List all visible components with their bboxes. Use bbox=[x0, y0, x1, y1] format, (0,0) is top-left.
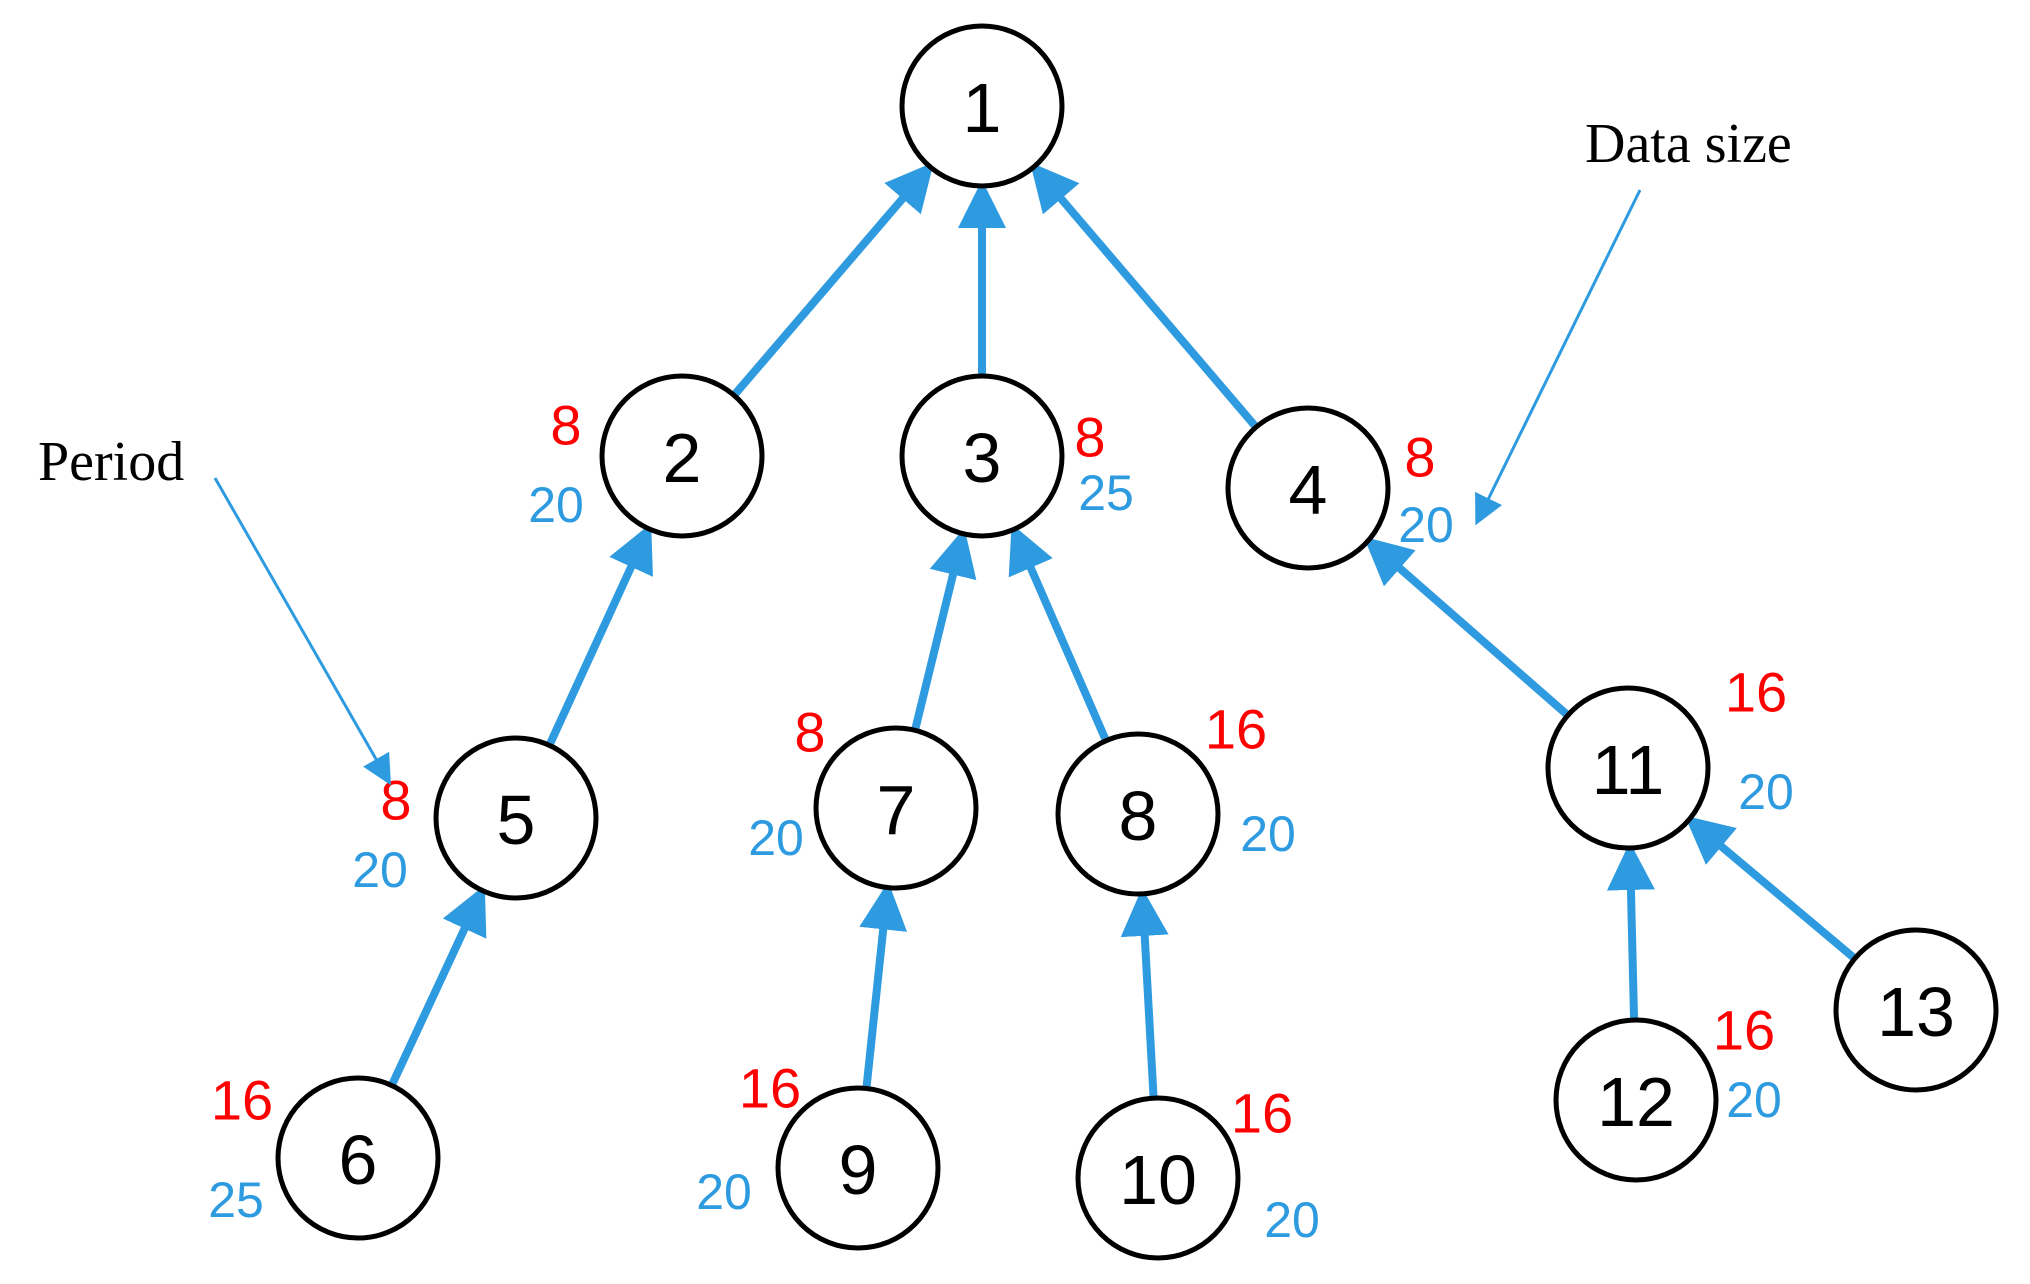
data-size-annotation-arrow bbox=[1475, 189, 1642, 526]
data-size-value: 20 bbox=[1726, 1072, 1782, 1128]
node-circle bbox=[599, 373, 765, 539]
node-label: 10 bbox=[1119, 1141, 1197, 1219]
node-circle bbox=[899, 23, 1065, 189]
period-annotation-arrow bbox=[213, 477, 391, 786]
edge-13-to-11 bbox=[1684, 815, 1858, 962]
node-13: 13 bbox=[1833, 927, 1999, 1093]
data-size-value: 20 bbox=[1264, 1192, 1320, 1248]
node-11: 11 16 20 bbox=[1545, 661, 1794, 851]
node-circle bbox=[813, 725, 979, 891]
node-12: 12 16 20 bbox=[1553, 999, 1782, 1183]
period-value: 16 bbox=[1713, 999, 1775, 1062]
data-size-value: 25 bbox=[1078, 465, 1134, 521]
period-value: 16 bbox=[1205, 698, 1267, 761]
node-circle bbox=[1055, 731, 1221, 897]
period-value: 8 bbox=[380, 769, 411, 832]
node-label: 5 bbox=[497, 781, 536, 859]
node-3: 3 825 bbox=[899, 373, 1134, 539]
node-label: 13 bbox=[1877, 973, 1955, 1051]
period-value: 8 bbox=[794, 701, 825, 764]
node-circle bbox=[1553, 1017, 1719, 1183]
node-label: 9 bbox=[839, 1131, 878, 1209]
data-size-value: 25 bbox=[208, 1172, 264, 1228]
period-value: 16 bbox=[1231, 1082, 1293, 1145]
node-label: 3 bbox=[963, 419, 1002, 497]
node-8: 8 16 20 bbox=[1055, 698, 1296, 897]
edge-2-to-1 bbox=[731, 162, 934, 398]
node-label: 11 bbox=[1592, 731, 1665, 809]
period-value: 8 bbox=[550, 394, 581, 457]
edge-9-to-7 bbox=[859, 881, 908, 1089]
node-label: 8 bbox=[1119, 777, 1158, 855]
edge-8-to-3 bbox=[1008, 523, 1110, 743]
node-label: 1 bbox=[963, 69, 1002, 147]
edge-layer bbox=[388, 162, 1858, 1099]
node-9: 9 16 20 bbox=[696, 1057, 941, 1251]
node-label: 4 bbox=[1289, 451, 1328, 529]
node-6: 6 16 25 bbox=[208, 1069, 441, 1241]
node-circle bbox=[899, 373, 1065, 539]
node-10: 10 16 20 bbox=[1075, 1082, 1320, 1261]
data-size-value: 20 bbox=[1738, 764, 1794, 820]
edge-7-to-3 bbox=[911, 527, 977, 732]
period-value: 16 bbox=[1725, 661, 1787, 724]
data-size-value: 20 bbox=[1240, 806, 1296, 862]
node-circle bbox=[1225, 405, 1391, 571]
edge-5-to-2 bbox=[545, 523, 653, 747]
node-circle bbox=[1075, 1095, 1241, 1261]
node-4: 4 8 20 bbox=[1225, 405, 1454, 571]
node-circle bbox=[433, 735, 599, 901]
data-size-value: 20 bbox=[1398, 497, 1454, 553]
period-value: 8 bbox=[1404, 426, 1435, 489]
node-circle bbox=[775, 1085, 941, 1251]
node-7: 78 20 bbox=[748, 701, 979, 891]
data-size-value: 20 bbox=[352, 842, 408, 898]
period-annotation-label: Period bbox=[38, 431, 184, 493]
node-5: 5 8 20 bbox=[352, 735, 599, 901]
edge-4-to-1 bbox=[1030, 162, 1260, 430]
edge-10-to-8 bbox=[1120, 887, 1169, 1099]
data-size-value: 20 bbox=[528, 477, 584, 533]
edge-11-to-4 bbox=[1363, 536, 1571, 719]
period-value: 16 bbox=[211, 1069, 273, 1132]
edge-6-to-5 bbox=[388, 885, 487, 1088]
node-label: 6 bbox=[339, 1121, 378, 1199]
node-1: 1 bbox=[899, 23, 1065, 189]
period-value: 16 bbox=[739, 1057, 801, 1120]
data-size-annotation-label: Data size bbox=[1585, 113, 1792, 175]
node-label: 12 bbox=[1597, 1063, 1675, 1141]
node-circle bbox=[1545, 685, 1711, 851]
node-label: 7 bbox=[877, 771, 916, 849]
annotation-layer: Period Data size bbox=[38, 113, 1792, 786]
node-label: 2 bbox=[663, 419, 702, 497]
data-size-value: 20 bbox=[696, 1164, 752, 1220]
data-size-value: 20 bbox=[748, 810, 804, 866]
edge-12-to-11 bbox=[1606, 841, 1655, 1021]
node-2: 2 8 20 bbox=[528, 373, 765, 539]
period-value: 8 bbox=[1074, 406, 1105, 469]
node-circle bbox=[1833, 927, 1999, 1093]
node-circle bbox=[275, 1075, 441, 1241]
